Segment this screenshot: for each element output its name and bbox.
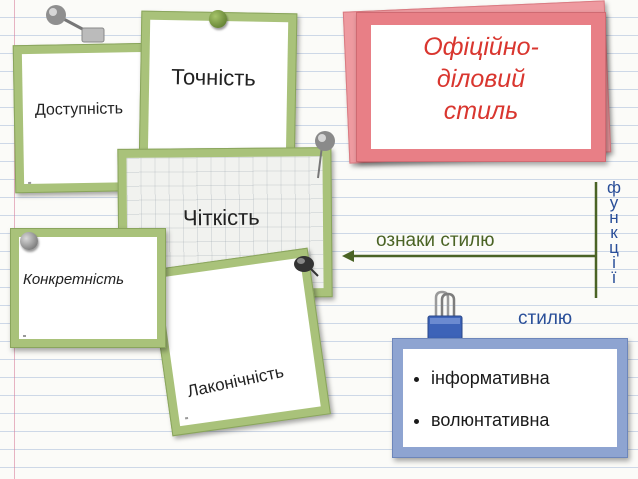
functions-card: інформативна волюнтативна [392, 338, 628, 458]
functions-list: інформативна волюнтативна [415, 357, 550, 441]
card-konkretnist: Конкретність [10, 228, 166, 348]
arrow-head-left [342, 250, 354, 262]
functions-letter: ї [611, 268, 617, 287]
card-inner [159, 257, 321, 427]
functions-letter: ф [607, 178, 621, 197]
title-line-3: стиль [443, 97, 519, 125]
functions-letter: ц [609, 238, 619, 257]
pushpin-icon [40, 2, 110, 46]
functions-card-inner [403, 349, 617, 447]
card-label-dostupnist: Доступність [34, 100, 124, 119]
title-line-2: діловий [436, 65, 526, 93]
gray-pin-icon [20, 232, 38, 250]
card-label-konkretnist: Конкретність [23, 271, 125, 288]
title-line-1: Офіційно- [423, 33, 539, 61]
functions-vertical: ф у н к ц і ї [605, 178, 623, 287]
card-label-chitkist: Чіткість [182, 204, 260, 231]
card-label-tochnist: Точність [171, 64, 256, 91]
list-item: інформативна [431, 357, 550, 399]
arrow-label: ознаки стилю [376, 230, 495, 251]
title-text: Офіційно- діловий стиль [371, 31, 591, 127]
functions-letter: н [609, 208, 619, 227]
green-pin-icon [209, 10, 227, 28]
pushpin-icon [310, 128, 340, 182]
functions-letter: і [612, 253, 616, 272]
functions-suffix: стилю [518, 308, 573, 329]
binder-clip-icon [424, 290, 466, 344]
title-card-inner [371, 25, 591, 149]
pushpin-icon [290, 252, 320, 278]
functions-letter: у [609, 193, 619, 212]
title-card: Офіційно- діловий стиль [356, 12, 606, 162]
card-inner [19, 237, 157, 339]
list-item: волюнтативна [431, 399, 550, 441]
functions-letter: к [610, 223, 618, 242]
